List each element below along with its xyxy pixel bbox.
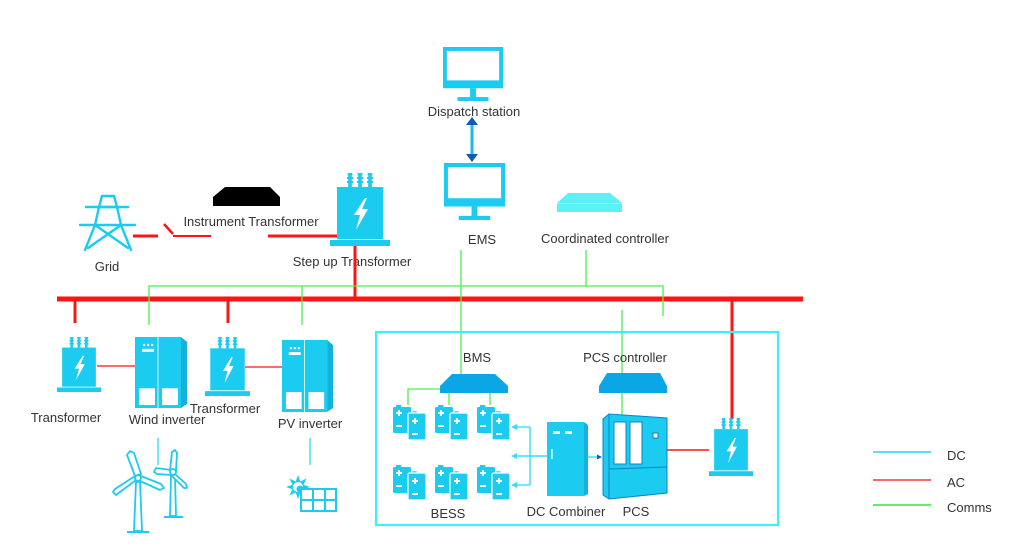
battery-icon: [435, 465, 469, 501]
dc-arrow-head-icon: [511, 424, 517, 430]
legend-item-dc: DC: [873, 448, 966, 463]
label-bess: BESS: [431, 506, 466, 521]
label-transformer-pv: Transformer: [190, 401, 261, 416]
label-dc-combiner: DC Combiner: [527, 504, 606, 519]
label-pv-inverter: PV inverter: [278, 416, 343, 431]
legend-item-comms: Comms: [873, 500, 992, 515]
legend-item-ac: AC: [873, 475, 965, 490]
legend-label-ac: AC: [947, 475, 965, 490]
dc-combiner-icon: [547, 422, 588, 496]
arrow-head-down-icon: [466, 154, 478, 162]
battery-icon: [477, 465, 511, 501]
dc-arrow-head-pcs-icon: [597, 454, 602, 460]
label-dispatch-station: Dispatch station: [428, 104, 521, 119]
ems-monitor-icon: [444, 163, 505, 220]
energy-storage-enclosure: [374, 330, 780, 527]
label-instrument-transformer: Instrument Transformer: [183, 214, 319, 229]
battery-icon: [435, 405, 469, 441]
label-coordinated-controller: Coordinated controller: [541, 231, 670, 246]
wind-turbines-icon: [112, 449, 188, 533]
step-up-transformer-icon: [330, 173, 390, 246]
transformer-pv-icon: [205, 337, 250, 396]
dc-arrow-head-icon: [511, 482, 517, 488]
pcs-controller-icon: [599, 373, 667, 393]
wind-inverter-icon: [135, 337, 187, 408]
transformer-wind-icon: [57, 337, 101, 392]
pv-inverter-icon: [282, 340, 333, 412]
dispatch-station-monitor-icon: [443, 47, 503, 101]
legend-label-comms: Comms: [947, 500, 992, 515]
legend-label-dc: DC: [947, 448, 966, 463]
label-pcs: PCS: [623, 504, 650, 519]
label-pcs-controller: PCS controller: [583, 350, 667, 365]
bess-battery-array: [393, 405, 511, 501]
solar-panel-icon: [286, 475, 337, 512]
label-grid: Grid: [95, 259, 120, 274]
coordinated-controller-icon: [557, 193, 622, 212]
label-ems: EMS: [468, 232, 497, 247]
comms-main-loop: [148, 285, 664, 325]
label-transformer-wind: Transformer: [31, 410, 102, 425]
dc-lines: [511, 424, 602, 488]
arrow-head-up-icon: [466, 117, 478, 125]
label-wind-inverter: Wind inverter: [129, 412, 206, 427]
dc-arrow-head-icon: [511, 453, 517, 459]
label-bms: BMS: [463, 350, 492, 365]
comms-bms-battery-1: [407, 388, 440, 405]
storage-transformer-icon: [709, 418, 753, 476]
switch-blade-icon: [163, 223, 174, 235]
battery-icon: [477, 405, 511, 441]
comms-lines: [148, 250, 664, 416]
grid-tower-icon: [78, 194, 137, 252]
instrument-transformer-icon: [213, 187, 280, 206]
pcs-icon: [602, 413, 668, 500]
dispatch-ems-double-arrow: [466, 117, 478, 162]
battery-icon: [393, 465, 427, 501]
legend: DC AC Comms: [873, 448, 992, 515]
ac-lines: [57, 223, 803, 451]
battery-icon: [393, 405, 427, 441]
label-step-up-transformer: Step up Transformer: [293, 254, 412, 269]
bms-icon: [440, 374, 508, 393]
